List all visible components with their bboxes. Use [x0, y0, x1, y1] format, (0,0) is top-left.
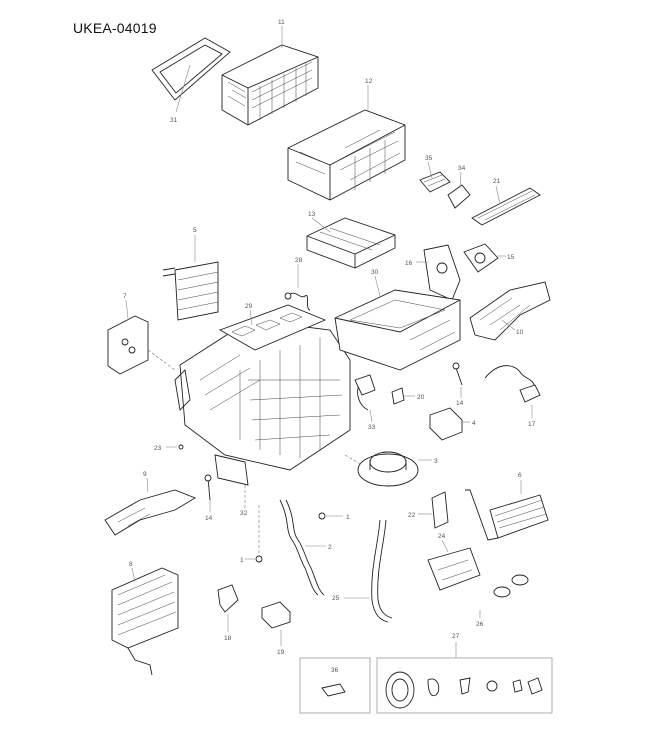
- part-3-blower-fan[interactable]: [344, 451, 432, 487]
- part-14-clip-lower[interactable]: [204, 474, 212, 512]
- box-36-detail: [299, 657, 371, 714]
- callout-1a: 1: [346, 514, 350, 521]
- part-15-actuator-motor[interactable]: [463, 243, 506, 273]
- box-27-detail: [376, 642, 553, 714]
- part-2-hose[interactable]: [279, 499, 326, 596]
- callout-21: 21: [493, 178, 501, 185]
- part-23-screw[interactable]: [166, 444, 184, 450]
- diagram-code-title: UKEA-04019: [73, 20, 157, 36]
- callout-31: 31: [170, 117, 178, 124]
- callout-23: 23: [154, 445, 162, 452]
- part-20-sensor[interactable]: [391, 387, 415, 405]
- callout-28: 28: [295, 257, 303, 264]
- part-1-screw-upper[interactable]: [318, 512, 343, 520]
- part-18-valve[interactable]: [217, 584, 239, 632]
- part-22-bracket[interactable]: [418, 491, 449, 529]
- part-9-side-duct[interactable]: [104, 477, 197, 536]
- callout-27: 27: [452, 633, 460, 640]
- part-6-heater-core[interactable]: [465, 480, 549, 541]
- callout-19: 19: [277, 649, 285, 656]
- part-30-lower-case[interactable]: [334, 275, 461, 371]
- part-19-block[interactable]: [261, 601, 291, 646]
- part-1-screw-lower[interactable]: [245, 505, 263, 563]
- part-11-intake-housing[interactable]: [221, 26, 319, 126]
- part-8-evaporator-assembly[interactable]: [111, 567, 179, 676]
- callout-25: 25: [332, 595, 340, 602]
- part-33-damper[interactable]: [354, 374, 376, 423]
- part-4-control-module[interactable]: [429, 407, 470, 441]
- callout-labels: 11 12 31 35 34 21 13 5 28 30 16 15 7 29 …: [123, 19, 536, 674]
- callout-3: 3: [434, 458, 438, 465]
- callout-36: 36: [331, 667, 339, 674]
- part-17-wire-harness[interactable]: [484, 365, 541, 418]
- part-24-valve-block[interactable]: [427, 539, 481, 591]
- part-14-clip-upper[interactable]: [452, 362, 463, 398]
- part-35-actuator[interactable]: [419, 161, 451, 193]
- callout-34: 34: [458, 165, 466, 172]
- callout-4: 4: [472, 420, 476, 427]
- part-7-seal-plate[interactable]: [107, 299, 176, 375]
- part-29-main-heater-unit[interactable]: [174, 304, 351, 471]
- callout-29: 29: [245, 303, 253, 310]
- callout-18: 18: [224, 635, 232, 642]
- callout-8: 8: [129, 561, 133, 568]
- callout-6: 6: [518, 472, 522, 479]
- callout-2: 2: [328, 544, 332, 551]
- part-26-connectors[interactable]: [479, 574, 529, 618]
- part-32-bracket[interactable]: [214, 454, 249, 508]
- callout-16: 16: [405, 260, 413, 267]
- callout-33: 33: [368, 424, 376, 431]
- part-28-sensor-wire[interactable]: [284, 264, 311, 311]
- callout-12: 12: [365, 78, 373, 85]
- callout-1b: 1: [240, 557, 244, 564]
- part-31-filter-frame[interactable]: [151, 37, 231, 113]
- callout-7: 7: [123, 293, 127, 300]
- callout-26: 26: [476, 621, 484, 628]
- part-34-link[interactable]: [447, 171, 471, 209]
- part-16-bracket[interactable]: [416, 244, 461, 301]
- part-12-upper-case[interactable]: [287, 85, 406, 201]
- part-5-evaporator[interactable]: [162, 235, 219, 321]
- part-13-filter-box[interactable]: [306, 217, 396, 269]
- callout-14: 14: [456, 400, 464, 407]
- callout-24: 24: [438, 533, 446, 540]
- callout-15: 15: [507, 254, 515, 261]
- part-10-duct[interactable]: [469, 281, 551, 341]
- callout-30: 30: [371, 269, 379, 276]
- callout-13: 13: [308, 211, 316, 218]
- callout-14b: 14: [205, 515, 213, 522]
- callout-10: 10: [516, 329, 524, 336]
- callout-11: 11: [278, 19, 285, 26]
- callout-17: 17: [528, 421, 536, 428]
- callout-22: 22: [408, 512, 416, 519]
- callout-35: 35: [425, 155, 433, 162]
- callout-5: 5: [193, 227, 197, 234]
- part-25-long-pipe[interactable]: [344, 519, 393, 623]
- callout-20: 20: [417, 394, 425, 401]
- part-21-long-bracket[interactable]: [471, 185, 541, 226]
- callout-9: 9: [143, 471, 147, 478]
- callout-32: 32: [240, 510, 248, 517]
